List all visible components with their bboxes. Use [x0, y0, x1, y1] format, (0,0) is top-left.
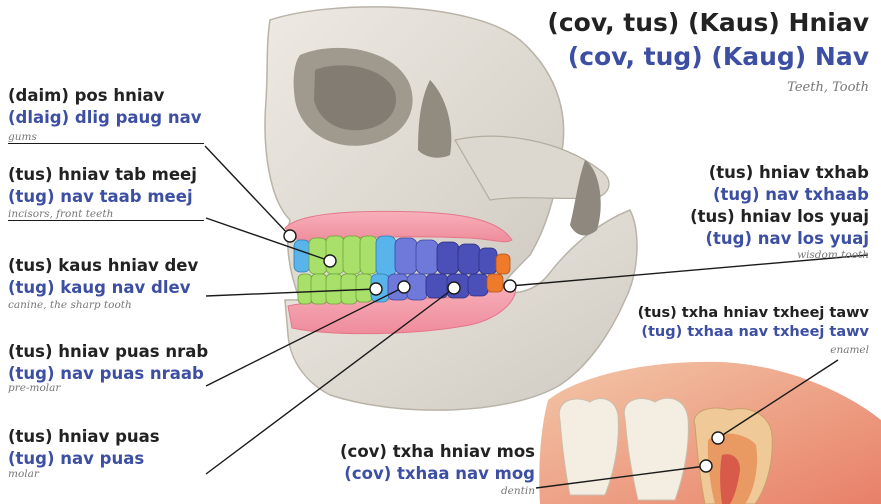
label-canine-hmong: (tus) kaus hniav dev — [8, 256, 199, 275]
label-premolar-english: pre-molar — [8, 382, 61, 394]
label-molar-hmong: (tus) hniav puas — [8, 427, 160, 446]
label-wisdom-hmong: (tus) hniav txhab — [708, 163, 869, 182]
label-molar-english: molar — [8, 468, 39, 480]
label-wisdom-white-hmong-alt: (tug) nav los yuaj — [705, 229, 869, 248]
label-dentin-english: dentin — [500, 485, 535, 497]
label-wisdom-hmong-alt: (tus) hniav los yuaj — [690, 207, 869, 226]
nasal-cavity — [418, 80, 452, 158]
label-canine-white-hmong: (tug) kaug nav dlev — [8, 278, 191, 297]
label-incisors-white-hmong: (tug) nav taab meej — [8, 187, 193, 206]
label-enamel-white-hmong: (tug) txhaa nav txheej tawv — [641, 324, 869, 340]
pointer-lines — [204, 145, 869, 489]
label-wisdom-english: wisdom tooth — [797, 249, 869, 261]
cheekbone — [454, 135, 610, 201]
label-gums-white-hmong: (dlaig) dlig paug nav — [8, 108, 202, 127]
label-premolar-white-hmong: (tug) nav puas nraab — [8, 364, 204, 383]
label-gums-english: gums — [8, 131, 204, 144]
label-molar-white-hmong: (tug) nav puas — [8, 449, 145, 468]
title-english: Teeth, Tooth — [787, 80, 869, 95]
title-hmong: (cov, tus) (Kaus) Hniav — [547, 8, 869, 37]
label-canine-english: canine, the sharp tooth — [8, 299, 132, 311]
title-white-hmong: (cov, tug) (Kaug) Nav — [567, 42, 869, 71]
label-enamel-english: enamel — [830, 344, 869, 356]
tooth-cross-section-inset — [539, 361, 881, 504]
label-enamel-hmong: (tus) txha hniav txheej tawv — [637, 305, 869, 321]
label-incisors-hmong: (tus) hniav tab meej — [8, 165, 197, 184]
label-dentin-white-hmong: (cov) txhaa nav mog — [344, 464, 535, 483]
label-dentin-hmong: (cov) txha hniav mos — [340, 442, 535, 461]
label-wisdom-white-hmong: (tug) nav txhaab — [712, 185, 869, 204]
label-premolar-hmong: (tus) hniav puas nrab — [8, 342, 209, 361]
label-incisors-english: incisors, front teeth — [8, 208, 204, 221]
label-gums-hmong: (daim) pos hniav — [8, 86, 165, 105]
